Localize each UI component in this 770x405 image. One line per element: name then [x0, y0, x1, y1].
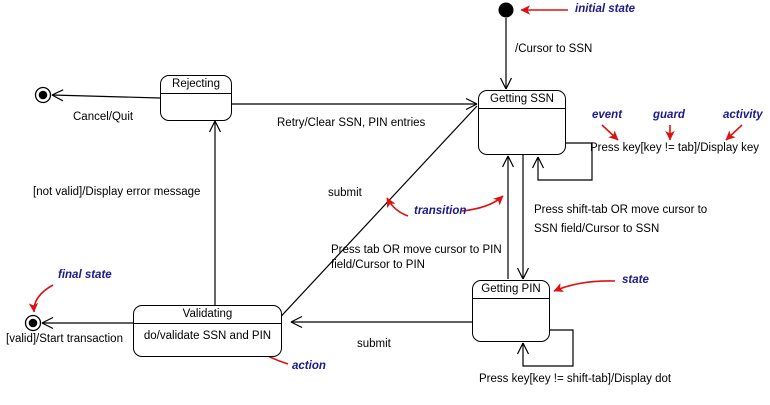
state-rejecting-title: Rejecting: [161, 76, 231, 94]
state-validating[interactable]: Validating do/validate SSN and PIN: [133, 305, 282, 357]
transition-label-cancel-quit: Cancel/Quit: [73, 111, 134, 123]
transition-label-retry-clear: Retry/Clear SSN, PIN entries: [277, 117, 426, 129]
transition-label-getting-pin-to-getting-ssn-line2: SSN field/Cursor to SSN: [534, 223, 660, 235]
state-getting-pin[interactable]: Getting PIN: [472, 280, 550, 342]
transition-line-rejecting-to-final: [51, 89, 161, 102]
annotation-arrow-final-state: [28, 284, 54, 313]
annotation-label-initial-state: initial state: [575, 3, 636, 15]
annotation-arrow-transition-left: [386, 197, 409, 217]
annotation-label-event: event: [592, 109, 623, 121]
final-state-top-outer: [34, 86, 52, 104]
transition-label-not-valid: [not valid]/Display error message: [33, 186, 201, 198]
transition-label-initial-to-getting-ssn: /Cursor to SSN: [515, 43, 593, 55]
final-state-bottom-inner: [28, 318, 38, 328]
transition-label-getting-pin-self: Press key[key != shift-tab]/Display dot: [479, 373, 672, 385]
annotation-arrow-event: [601, 124, 619, 141]
transition-label-submit-lower: submit: [357, 338, 391, 350]
state-rejecting-body: [161, 94, 231, 98]
final-state-bottom-outer: [24, 314, 42, 332]
annotation-label-activity: activity: [723, 109, 763, 121]
state-validating-body: do/validate SSN and PIN: [143, 330, 272, 342]
transition-label-valid-start-transaction: [valid]/Start transaction: [6, 333, 123, 345]
state-getting-pin-title: Getting PIN: [473, 281, 549, 299]
annotation-label-guard: guard: [653, 109, 685, 121]
transition-label-getting-ssn-to-getting-pin-line1: Press tab OR move cursor to PIN: [331, 244, 502, 256]
transition-line-getting-pin-self: [516, 329, 574, 367]
annotation-label-state: state: [622, 274, 649, 286]
transition-line-getting-ssn-self: [531, 142, 593, 181]
state-getting-ssn[interactable]: Getting SSN: [478, 90, 566, 155]
transition-label-getting-ssn-self: Press key[key != tab]/Display key: [590, 142, 760, 154]
annotation-arrow-transition-right: [461, 195, 504, 212]
state-validating-title: Validating: [134, 306, 281, 324]
state-getting-ssn-body: [479, 109, 565, 113]
transition-label-submit-upper: submit: [328, 187, 362, 199]
initial-state-dot: [498, 2, 514, 18]
annotation-arrow-state: [553, 280, 616, 292]
annotation-label-action: action: [292, 360, 326, 372]
final-state-top-inner: [38, 90, 48, 100]
transition-line-getting-ssn-to-validating: [244, 105, 478, 356]
annotation-label-final-state: final state: [58, 269, 112, 281]
annotation-arrow-activity: [725, 124, 743, 141]
annotation-label-transition: transition: [414, 205, 467, 217]
state-rejecting[interactable]: Rejecting: [160, 75, 232, 121]
transition-label-getting-ssn-to-getting-pin-line2: field/Cursor to PIN: [331, 259, 425, 271]
state-getting-pin-body: [473, 299, 549, 303]
state-getting-ssn-title: Getting SSN: [479, 91, 565, 109]
transition-label-getting-pin-to-getting-ssn-line1: Press shift-tab OR move cursor to: [534, 204, 708, 216]
